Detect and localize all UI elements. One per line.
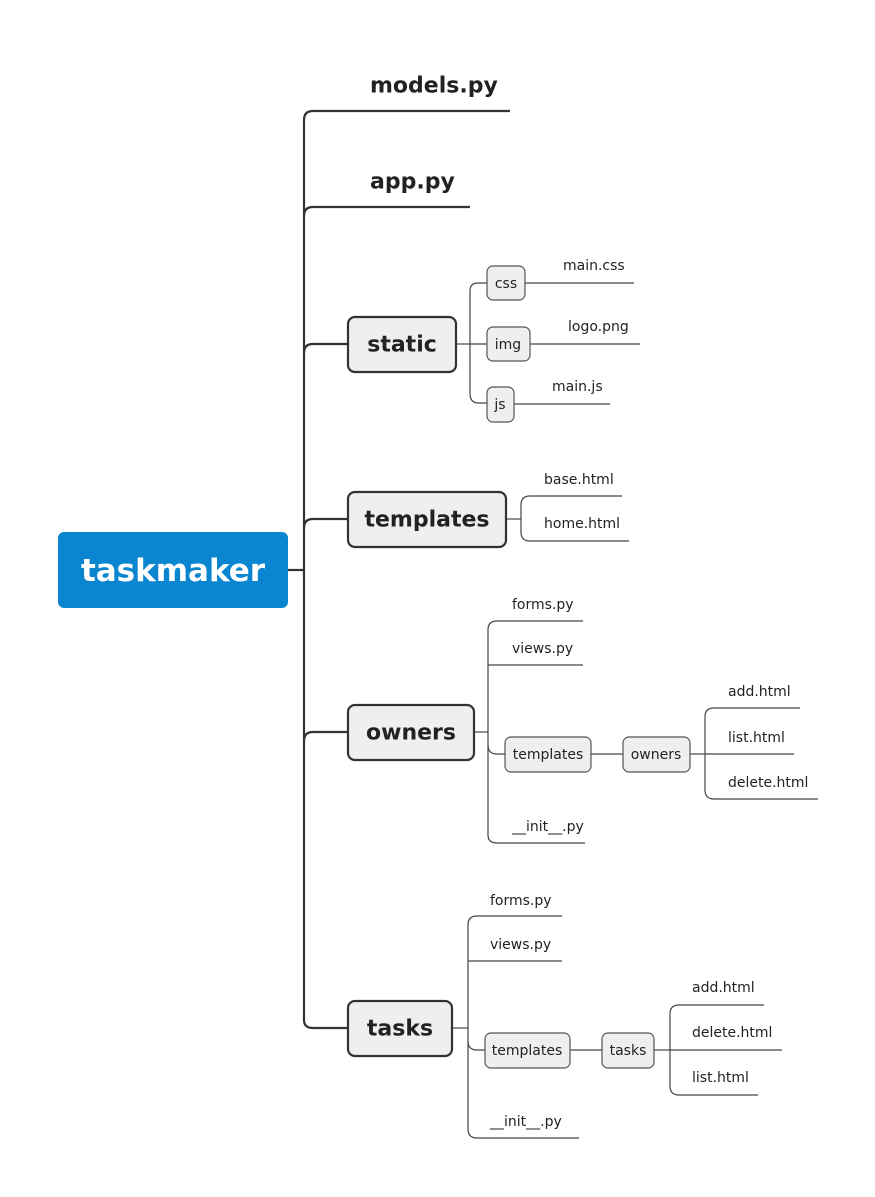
folder-img[interactable]: img xyxy=(486,326,531,362)
branch-owners xyxy=(302,730,348,742)
file-app-py[interactable]: app.py xyxy=(370,170,455,195)
folder-tasks-templates[interactable]: templates xyxy=(484,1032,571,1069)
file-home-html[interactable]: home.html xyxy=(544,516,620,532)
owners-connectors xyxy=(474,620,818,844)
folder-owners-templates[interactable]: templates xyxy=(504,736,592,773)
folder-tasks-label: tasks xyxy=(367,1017,433,1042)
file-tasks-add-html[interactable]: add.html xyxy=(692,980,755,996)
branch-app xyxy=(302,205,470,217)
folder-css-label: css xyxy=(495,276,517,292)
folder-static[interactable]: static xyxy=(346,315,458,374)
branch-tasks xyxy=(302,1019,348,1030)
static-connectors xyxy=(456,282,640,405)
folder-css[interactable]: css xyxy=(486,265,526,301)
root-label: taskmaker xyxy=(81,553,266,589)
folder-js-label: js xyxy=(493,397,505,413)
branch-templates xyxy=(302,517,348,529)
trunk-models xyxy=(302,109,510,1020)
file-main-css[interactable]: main.css xyxy=(563,258,625,274)
main-connectors xyxy=(288,109,510,1030)
file-owners-views-py[interactable]: views.py xyxy=(512,641,573,657)
file-owners-forms-py[interactable]: forms.py xyxy=(512,597,574,613)
tasks-connectors xyxy=(452,915,782,1139)
folder-tasks[interactable]: tasks xyxy=(346,999,454,1058)
folder-owners[interactable]: owners xyxy=(346,703,476,762)
branch-static xyxy=(302,342,348,354)
folder-templates-label: templates xyxy=(364,508,489,533)
file-owners-add-html[interactable]: add.html xyxy=(728,684,791,700)
templates-connectors xyxy=(506,495,629,542)
file-base-html[interactable]: base.html xyxy=(544,472,614,488)
file-owners-list-html[interactable]: list.html xyxy=(728,730,785,746)
file-owners-init-py[interactable]: __init__.py xyxy=(511,819,584,835)
folder-js[interactable]: js xyxy=(486,386,515,423)
file-tasks-views-py[interactable]: views.py xyxy=(490,937,551,953)
file-logo-png[interactable]: logo.png xyxy=(568,319,629,335)
folder-owners-sub[interactable]: owners xyxy=(622,736,691,773)
folder-templates[interactable]: templates xyxy=(346,490,508,549)
file-models-py[interactable]: models.py xyxy=(370,74,498,99)
folder-owners-templates-label: templates xyxy=(513,747,584,763)
file-tasks-init-py[interactable]: __init__.py xyxy=(489,1114,562,1130)
root-node[interactable]: taskmaker xyxy=(58,532,288,608)
folder-img-label: img xyxy=(495,337,521,353)
file-tasks-delete-html[interactable]: delete.html xyxy=(692,1025,772,1041)
file-tasks-list-html[interactable]: list.html xyxy=(692,1070,749,1086)
folder-tasks-sub-label: tasks xyxy=(610,1043,647,1059)
folder-static-label: static xyxy=(367,333,437,358)
folder-owners-sub-label: owners xyxy=(631,747,682,763)
folder-tasks-templates-label: templates xyxy=(492,1043,563,1059)
file-tasks-forms-py[interactable]: forms.py xyxy=(490,893,552,909)
folder-tasks-sub[interactable]: tasks xyxy=(601,1032,655,1069)
folder-owners-label: owners xyxy=(366,721,456,746)
file-main-js[interactable]: main.js xyxy=(552,379,603,395)
file-owners-delete-html[interactable]: delete.html xyxy=(728,775,808,791)
